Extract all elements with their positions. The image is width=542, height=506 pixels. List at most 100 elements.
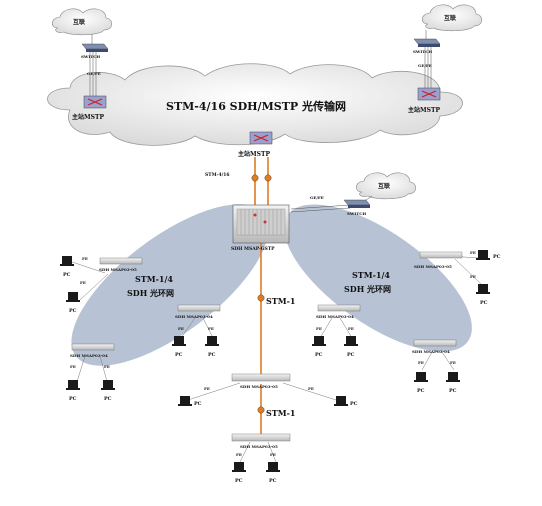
remote-label-right-top: SDH MSAP03-05	[414, 264, 452, 269]
ge-label-left: GE/FE	[87, 71, 101, 76]
pc-label: PC	[104, 396, 112, 402]
pc-label: PC	[194, 401, 202, 407]
internet-cloud-core	[355, 172, 417, 200]
laptop-icon	[172, 336, 186, 346]
laptop-icon	[344, 336, 358, 346]
laptop-icon	[66, 380, 80, 390]
laptop-icon	[334, 396, 348, 406]
switch-icon-left	[81, 43, 109, 52]
mstp-label-left: 主站MSTP	[72, 113, 104, 121]
switch-label-left: SWITCH	[81, 54, 100, 59]
laptop-icon	[101, 380, 115, 390]
pc-label: PC	[63, 272, 71, 278]
fe-label: FE	[70, 364, 76, 369]
pc-labels: PC PC PC PC PC PC PC PC PC PC PC PC PC P…	[63, 254, 501, 484]
fe-label: FE	[348, 326, 354, 331]
laptop-icon	[476, 284, 490, 294]
fe-label: FE	[470, 250, 476, 255]
fe-label: FE	[80, 280, 86, 285]
laptop-icon	[476, 250, 490, 260]
left-ring-label-2: SDH 光环网	[127, 288, 174, 298]
fe-label: FE	[204, 386, 210, 391]
right-ring-label-1: STM-1/4	[352, 270, 390, 280]
right-ring-label-2: SDH 光环网	[344, 284, 391, 294]
remote-label-left-bottom: SDH MSAP03-04	[70, 353, 108, 358]
right-ring-ellipse	[284, 204, 472, 352]
fe-label: FE	[316, 326, 322, 331]
stm1-label-a: STM-1	[266, 296, 295, 306]
fe-label: FE	[82, 256, 88, 261]
left-ring-label-1: STM-1/4	[135, 274, 173, 284]
pc-label: PC	[235, 478, 243, 484]
pc-label: PC	[208, 352, 216, 358]
pc-label: PC	[69, 308, 77, 314]
laptop-icon	[232, 462, 246, 472]
fe-label: FE	[418, 360, 424, 365]
laptop-icon	[312, 336, 326, 346]
remote-device-center-bottom	[231, 433, 291, 442]
ge-label-right: GE/FE	[418, 63, 432, 68]
internet-label-core: 互联	[378, 182, 390, 190]
core-sdh-device	[232, 204, 290, 244]
remote-device-right-mid	[317, 304, 361, 312]
fiber-connectors	[251, 174, 272, 414]
remote-device-left-bottom	[71, 343, 115, 351]
mstp-node-center	[249, 131, 273, 145]
left-ring-ellipse	[71, 204, 269, 366]
switch-icon-right	[413, 38, 441, 47]
pc-label: PC	[449, 388, 457, 394]
remote-label-center-mid: SDH MSAP03-05	[240, 384, 278, 389]
switch-label-right: SWITCH	[413, 49, 432, 54]
laptop-icon	[414, 372, 428, 382]
remote-device-right-bottom	[413, 339, 457, 347]
backbone-title: STM-4/16 SDH/MSTP 光传输网	[166, 99, 346, 113]
pc-label: PC	[69, 396, 77, 402]
pc-label: PC	[480, 300, 488, 306]
fe-label: FE	[104, 364, 110, 369]
internet-label-left: 互联	[73, 18, 85, 26]
pc-label: PC	[315, 352, 323, 358]
remote-device-left-top	[99, 257, 143, 265]
laptop-icons	[60, 250, 490, 472]
fe-label: FE	[308, 386, 314, 391]
laptop-icon	[205, 336, 219, 346]
internet-cloud-left	[51, 8, 113, 36]
fe-label: FE	[178, 326, 184, 331]
mstp-label-right: 主站MSTP	[408, 106, 440, 114]
stm1-label-b: STM-1	[266, 408, 295, 418]
pc-label: PC	[347, 352, 355, 358]
fe-label: FE	[236, 452, 242, 457]
remote-device-right-top	[419, 251, 463, 259]
remote-label-center-bottom: SDH MSAP03-05	[240, 444, 278, 449]
mstp-node-right	[417, 87, 441, 101]
remote-label-left-top: SDH MSAP03-05	[99, 267, 137, 272]
mstp-label-center: 主站MSTP	[238, 150, 270, 158]
fe-label: FE	[450, 360, 456, 365]
fe-labels: FE FE FE FE FE FE FE FE FE FE FE FE FE F…	[70, 250, 476, 457]
pc-label: PC	[417, 388, 425, 394]
laptop-icon	[178, 396, 192, 406]
stm-trunk-label: STM-4/16	[205, 172, 229, 178]
switch-label-core: SWITCH	[347, 211, 366, 216]
remote-device-center-mid	[231, 373, 291, 382]
mstp-node-left	[83, 95, 107, 109]
remote-label-left-mid: SDH MSAP03-04	[175, 314, 213, 319]
laptop-icon	[66, 292, 80, 302]
pc-label: PC	[350, 401, 358, 407]
ge-label-core: GE/FE	[310, 195, 324, 200]
fe-label: FE	[208, 326, 214, 331]
switch-icon-core	[343, 199, 371, 208]
pc-label: PC	[493, 254, 501, 260]
laptop-icon	[446, 372, 460, 382]
laptop-icon	[266, 462, 280, 472]
core-device-label: SDH MSAP-GSTP	[231, 246, 275, 252]
pc-label: PC	[269, 478, 277, 484]
remote-label-right-mid: SDH MSAP03-04	[316, 314, 354, 319]
laptop-icon	[60, 256, 74, 266]
remote-device-left-mid	[177, 304, 221, 312]
fe-label: FE	[470, 274, 476, 279]
remote-label-right-bottom: SDH MSAP03-04	[412, 349, 450, 354]
pc-label: PC	[175, 352, 183, 358]
internet-cloud-right	[421, 4, 483, 32]
